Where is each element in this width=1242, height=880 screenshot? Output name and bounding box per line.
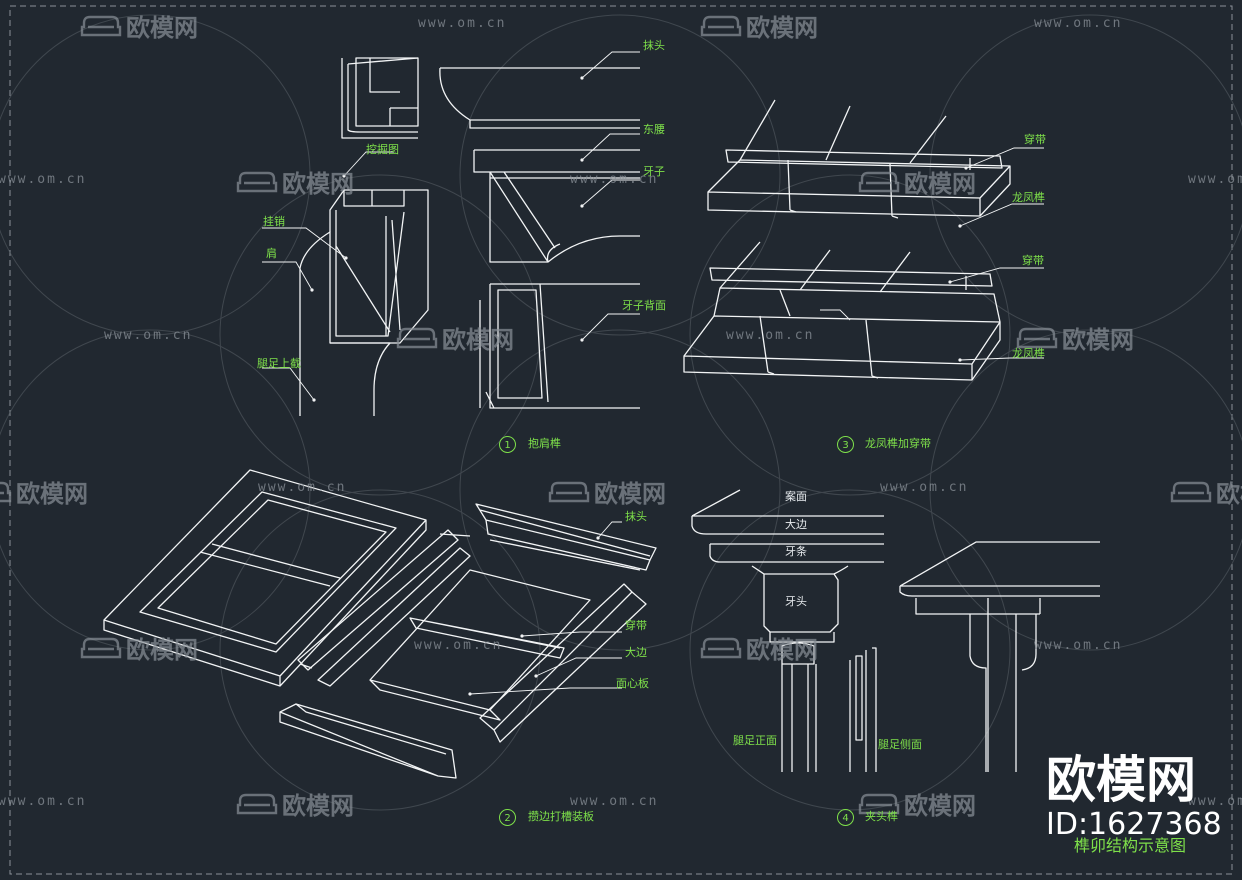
watermark-brand-text: 欧模网: [282, 792, 354, 820]
detail-1-lines: [299, 57, 640, 416]
watermark-brand: 欧模网: [80, 630, 198, 665]
watermark-url: www.om.cn: [104, 328, 193, 343]
detail-3-lines: [683, 99, 1011, 381]
label-long-feng-sun-upper: 龙凤榫: [1012, 191, 1045, 204]
detail-caption-1: 抱肩榫: [528, 437, 561, 450]
label-ya-tiao: 牙条: [785, 545, 807, 558]
watermark-brand: 欧模网: [236, 164, 354, 199]
watermark-brand-text: 欧模网: [442, 326, 514, 354]
label-dong-yao: 东腰: [643, 123, 665, 136]
watermark-url: www.om.cn: [880, 480, 969, 495]
watermark-url: www.om.cn: [1188, 794, 1242, 809]
detail-4-lines: [691, 489, 1100, 772]
watermark-url: www.om.cn: [1188, 172, 1242, 187]
watermark-url: www.om.cn: [418, 16, 507, 31]
label-gua-xiao: 挂销: [263, 215, 285, 228]
line-work: [103, 57, 1100, 779]
watermark-url: www.om.cn: [1034, 638, 1123, 653]
sheet-title: 榫卯结构示意图: [1074, 836, 1187, 855]
sofa-icon: [1016, 327, 1058, 348]
sofa-icon: [236, 171, 278, 192]
label-tui-zu-zheng-mian: 腿足正面: [733, 734, 777, 747]
label-long-feng-sun-lower: 龙凤榫: [1012, 347, 1045, 360]
watermark-brand: 欧模网: [236, 786, 354, 821]
watermark-brand-text: 欧模网: [746, 636, 818, 664]
label-chuan-dai-upper: 穿带: [1024, 133, 1046, 146]
watermark-brand-text: 欧模网: [904, 792, 976, 820]
label-ya-tou: 牙头: [785, 595, 807, 608]
watermark-brand: 欧模网: [1170, 474, 1242, 509]
watermark-url: www.om.cn: [0, 794, 87, 809]
watermark-url: www.om.cn: [726, 328, 815, 343]
brand-logo-text: 欧模网: [1046, 751, 1196, 809]
label-an-mian: 案面: [785, 490, 807, 503]
watermark-brand-text: 欧模网: [126, 636, 198, 664]
watermark-brand: 欧模网: [396, 320, 514, 355]
watermark-brand: 欧模网: [80, 8, 198, 43]
label-ya-zi-bei-mian: 牙子背面: [622, 299, 666, 312]
label-chuan-dai-lower: 穿带: [1022, 254, 1044, 267]
sofa-icon: [700, 637, 742, 658]
sofa-icon: [396, 327, 438, 348]
watermark-brand: 欧模网: [858, 786, 976, 821]
watermark-brand-text: 欧模网: [904, 170, 976, 198]
detail-number-3: 3: [837, 436, 854, 453]
detail-number-1: 1: [499, 436, 516, 453]
watermark-brand-text: 欧模网: [746, 14, 818, 42]
label-tui-zu-ce-mian: 腿足侧面: [878, 738, 922, 751]
watermark-arcs: [0, 14, 1242, 811]
leader-ticks: [310, 76, 968, 696]
label-da-bian-4: 大边: [785, 518, 807, 531]
watermark-url: www.om.cn: [1034, 16, 1123, 31]
detail-caption-4: 夹头榫: [865, 810, 898, 823]
watermark-brand-text: 欧模网: [282, 170, 354, 198]
watermark-brand: 欧模网: [0, 474, 88, 509]
sofa-icon: [80, 15, 122, 36]
label-tui-zu-shang-jie: 腿足上截: [257, 357, 301, 370]
watermark-brand-text: 欧模网: [1216, 480, 1242, 508]
sofa-icon: [858, 171, 900, 192]
watermark-brand-text: 欧模网: [16, 480, 88, 508]
sheet-frame: [9, 5, 1233, 875]
watermark-brand-text: 欧模网: [594, 480, 666, 508]
sofa-icon: [1170, 481, 1212, 502]
detail-2-lines: [103, 469, 657, 779]
watermark-brand-text: 欧模网: [1062, 326, 1134, 354]
detail-caption-2: 攒边打槽装板: [528, 810, 594, 823]
detail-caption-3: 龙凤榫加穿带: [865, 437, 931, 450]
sofa-icon: [858, 793, 900, 814]
label-da-bian-2: 大边: [625, 646, 647, 659]
watermark-brand: 欧模网: [548, 474, 666, 509]
watermark-url: www.om.cn: [414, 638, 503, 653]
watermark-url: www.om.cn: [570, 794, 659, 809]
label-mian-xin-ban: 面心板: [616, 677, 649, 690]
label-ya-zi: 牙子: [643, 165, 665, 178]
sofa-icon: [80, 637, 122, 658]
watermark-url: www.om.cn: [570, 172, 659, 187]
detail-number-2: 2: [499, 809, 516, 826]
label-wa-jue-tu: 挖掘图: [366, 143, 399, 156]
leader-lines: [262, 51, 1044, 695]
watermark-brand: 欧模网: [700, 8, 818, 43]
brand-id: ID:1627368: [1046, 807, 1222, 842]
label-mo-tou: 抹头: [643, 39, 665, 52]
label-jian: 肩: [266, 247, 277, 260]
sofa-icon: [700, 15, 742, 36]
watermark-brand: 欧模网: [700, 630, 818, 665]
label-chuan-dai-2: 穿带: [625, 619, 647, 632]
sofa-icon: [0, 481, 12, 502]
watermark-brand-text: 欧模网: [126, 14, 198, 42]
watermark-brand: 欧模网: [858, 164, 976, 199]
watermark-url: www.om.cn: [0, 172, 87, 187]
watermark-url: www.om.cn: [258, 480, 347, 495]
sofa-icon: [548, 481, 590, 502]
label-mo-tou-2: 抹头: [625, 510, 647, 523]
watermark-brand: 欧模网: [1016, 320, 1134, 355]
sofa-icon: [236, 793, 278, 814]
detail-number-4: 4: [837, 809, 854, 826]
